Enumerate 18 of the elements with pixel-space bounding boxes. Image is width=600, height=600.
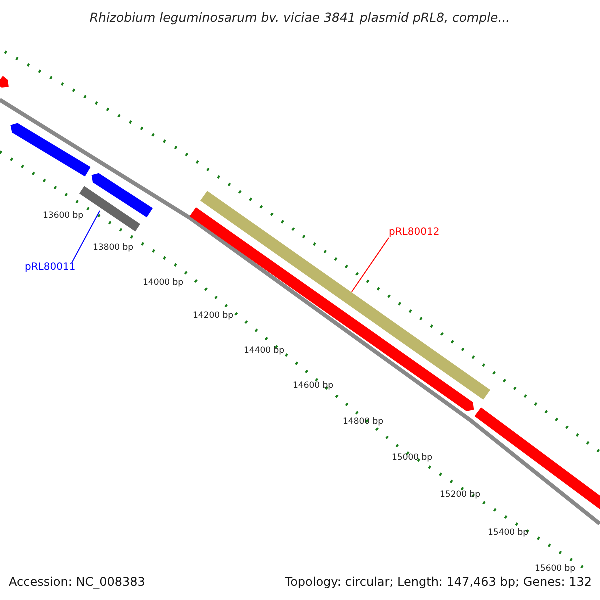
gene-label: pRL80012 [389, 227, 440, 238]
leader-line [72, 210, 100, 264]
scale-label: 15000 bp [392, 453, 433, 463]
summary-text: Topology: circular; Length: 147,463 bp; Genes: 132 [285, 575, 592, 589]
accession-text: Accession: NC_008383 [9, 575, 146, 589]
scale-label: 14400 bp [244, 346, 285, 356]
scale-label: 14000 bp [143, 278, 184, 288]
scale-label: 15400 bp [488, 528, 529, 538]
diagram-title: Rhizobium leguminosarum bv. viciae 3841 plasmid pRL8, comple... [88, 10, 512, 25]
scale-label: 15600 bp [535, 564, 576, 574]
scale-label: 14200 bp [193, 311, 234, 321]
scale-label: 15200 bp [440, 490, 481, 500]
scale-label: 13600 bp [43, 211, 84, 221]
scale-label: 13800 bp [93, 243, 134, 253]
scale-label: 14800 bp [343, 417, 384, 427]
leader-line [352, 238, 390, 292]
gene-label: pRL80011 [25, 262, 76, 273]
scale-label: 14600 bp [293, 381, 334, 391]
